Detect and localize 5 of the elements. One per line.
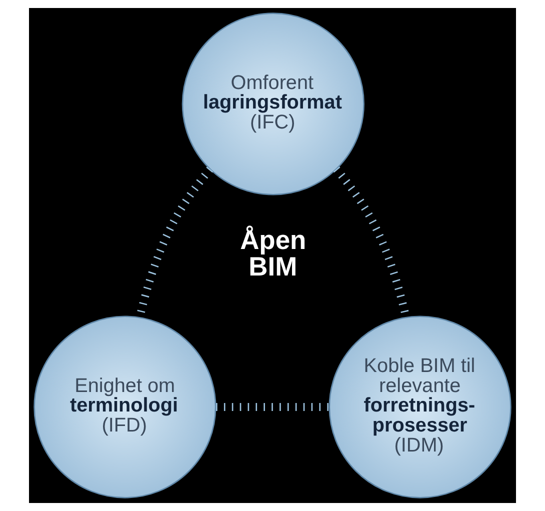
node-circle: Koble BIM til relevante forretnings- prosesser (IDM) bbox=[328, 316, 512, 498]
node-circle: Enighet om terminologi (IFD) bbox=[34, 316, 216, 498]
node-circle: Omforent lagringsformat (IFC) bbox=[182, 12, 364, 196]
label: Åpen BIM bbox=[240, 224, 306, 282]
connector bbox=[216, 403, 330, 411]
